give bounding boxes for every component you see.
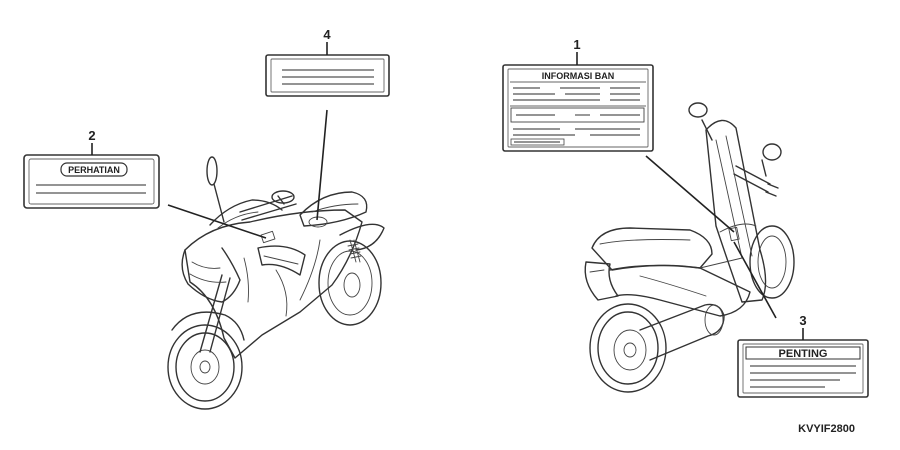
callout-4: 4 bbox=[323, 27, 331, 42]
scooter-rear-view bbox=[584, 102, 795, 393]
callout-4-leader bbox=[316, 109, 328, 221]
callout-2: 2 bbox=[88, 128, 95, 143]
callout-1: 1 bbox=[573, 37, 580, 52]
penting-label-title: PENTING bbox=[779, 348, 828, 360]
diagram-code: KVYIF2800 bbox=[798, 423, 855, 435]
label-3-penting: PENTING bbox=[737, 339, 869, 398]
scooter-front-view bbox=[167, 156, 385, 410]
callout-3-leader bbox=[733, 241, 777, 319]
label-2-perhatian: PERHATIAN bbox=[23, 154, 160, 209]
callout-2-leader bbox=[167, 204, 267, 239]
label-1-informasi-ban: INFORMASI BAN bbox=[502, 64, 654, 152]
callout-1-leader bbox=[645, 155, 735, 233]
label-4-fuel-caution bbox=[265, 54, 390, 97]
callout-3: 3 bbox=[799, 313, 806, 328]
perhatian-label-title: PERHATIAN bbox=[68, 165, 120, 175]
informasi-ban-title: INFORMASI BAN bbox=[542, 71, 615, 81]
